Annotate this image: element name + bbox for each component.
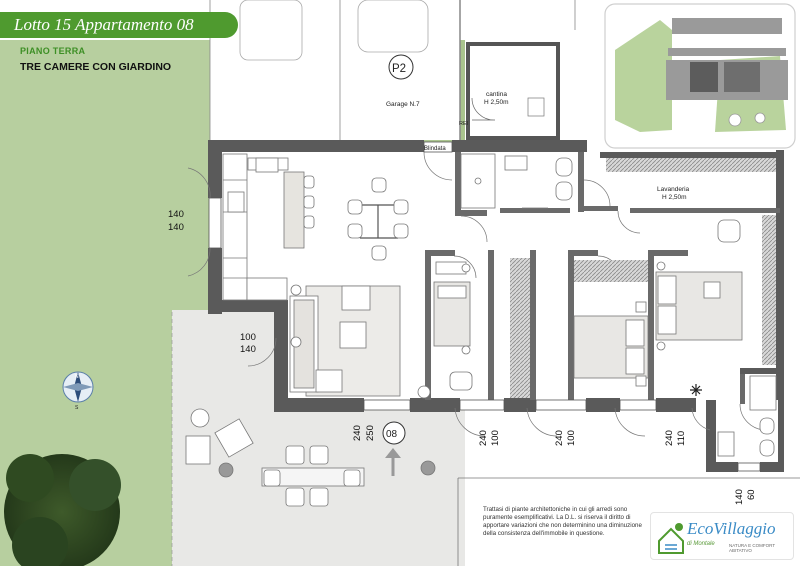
dim-w5-a: 100	[566, 430, 577, 446]
parking-badge	[388, 54, 414, 80]
floor-label: PIANO TERRA	[20, 46, 86, 56]
garden-furniture	[185, 408, 436, 507]
wardrobe-2	[574, 260, 648, 282]
room-labels: P2 Garage N.7 cantina H 2,50m REI Blinda…	[75, 63, 690, 440]
unit-number-badge	[382, 421, 406, 445]
laundry-height-label: H 2,50m	[662, 194, 687, 201]
dim-w7-a: 60	[746, 489, 757, 500]
house-logo-icon	[658, 523, 684, 554]
lot-title-banner: Lotto 15 Appartamento 08	[0, 12, 238, 38]
dim-w4-a: 100	[490, 430, 501, 446]
bedroom-3	[655, 261, 743, 351]
terrace-paving	[172, 310, 465, 566]
cellar-door	[471, 97, 496, 121]
laundry-appliance	[717, 219, 741, 243]
dim-w2-b: 140	[240, 344, 256, 355]
door-label: Blindata	[424, 146, 446, 152]
garage-area	[210, 0, 460, 140]
logo-place: di Montale	[687, 541, 715, 547]
cellar-label: cantina	[486, 91, 507, 98]
compass-north: N	[75, 374, 79, 380]
dim-w3-b: 240	[352, 425, 363, 441]
bathroom-1	[460, 153, 573, 209]
logo-tagline: NATURA E COMFORT ABITATIVO	[729, 543, 776, 553]
dim-w1-a: 140	[168, 209, 184, 220]
cellar-fixture	[527, 97, 545, 117]
compass-south: S	[75, 405, 79, 411]
wardrobe-1	[510, 258, 530, 398]
car-outline-right	[357, 0, 429, 53]
dim-w6-a: 110	[676, 431, 687, 446]
bathroom-2	[717, 375, 777, 457]
laundry-storage	[606, 158, 776, 172]
dim-w3-a: 250	[365, 425, 376, 441]
dim-w1-b: 140	[168, 222, 184, 233]
dim-w2-a: 100	[240, 332, 256, 343]
kitchen	[222, 153, 315, 301]
dim-w5-b: 240	[554, 430, 565, 446]
garage-label: Garage N.7	[386, 101, 420, 108]
dim-w7-b: 140	[734, 489, 745, 505]
bedroom-1	[417, 261, 473, 399]
dining-table	[347, 177, 409, 261]
living-room	[289, 284, 401, 397]
car-outline-left	[239, 0, 303, 61]
windows	[208, 141, 761, 472]
logo-name: EcoVillaggio	[687, 519, 776, 538]
parking-label: P2	[392, 63, 406, 75]
cellar-room	[466, 42, 560, 140]
rei-label: REI	[459, 121, 469, 127]
apartment-type-label: TRE CAMERE CON GIARDINO	[20, 61, 172, 73]
entrance-arrow	[385, 448, 401, 476]
disclaimer-note: Trattasi di piante architettoniche in cu…	[483, 506, 642, 537]
ecovillaggio-logo: EcoVillaggio di Montale NATURA E COMFORT…	[650, 512, 794, 560]
interior-walls	[425, 152, 780, 404]
cellar-height-label: H 2,50m	[484, 99, 509, 106]
laundry-label: Lavanderia	[657, 186, 690, 193]
compass	[62, 371, 94, 403]
unit-number: 08	[386, 429, 398, 440]
dimension-labels: 140 140 100 140 250 240 100 240 100 240 …	[168, 209, 757, 505]
plant-icon	[690, 384, 702, 396]
dim-w4-b: 240	[478, 430, 489, 446]
site-map-inset	[604, 3, 796, 149]
wardrobe-right	[762, 215, 776, 365]
exterior-walls	[208, 140, 784, 472]
dim-w6-b: 240	[664, 430, 675, 446]
tree	[4, 454, 121, 571]
bedroom-2	[573, 301, 649, 387]
